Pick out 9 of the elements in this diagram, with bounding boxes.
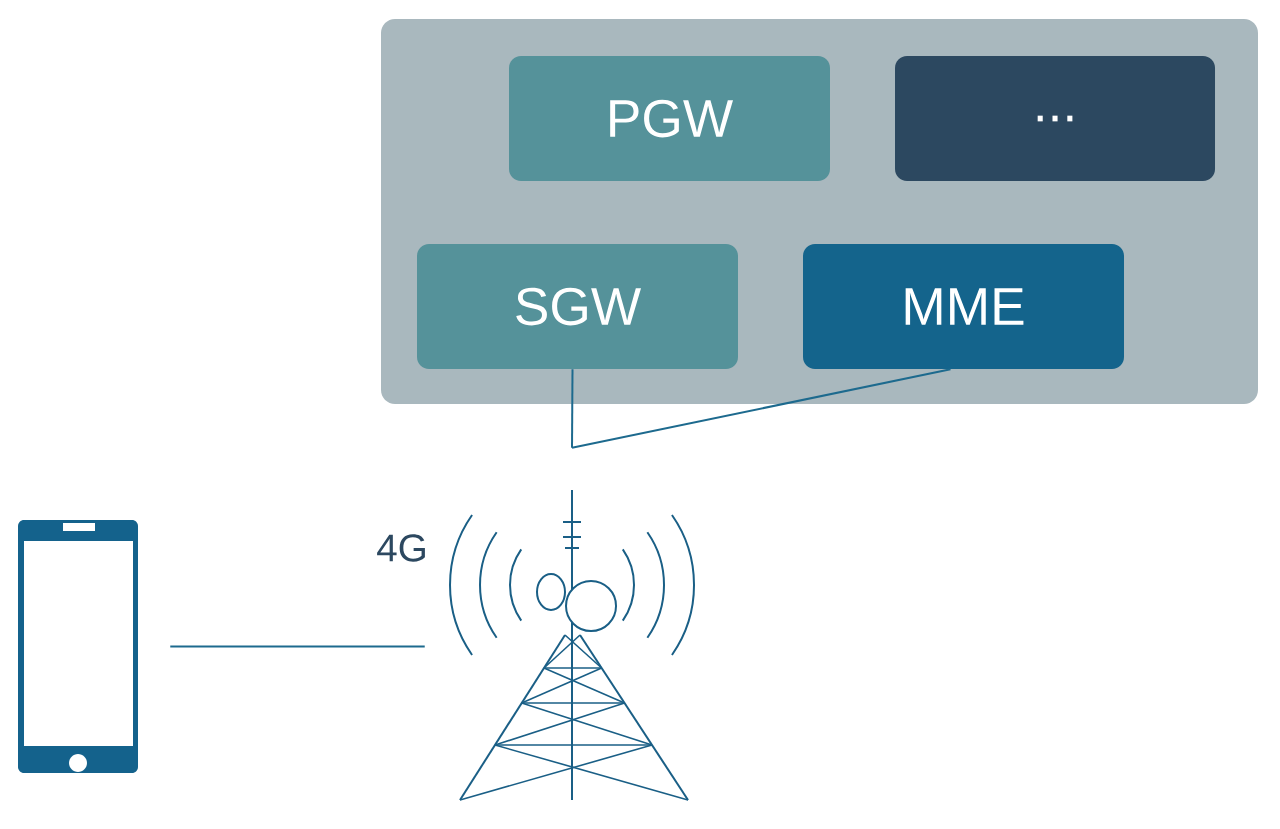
smartphone-drawing (18, 520, 138, 773)
connector-line (571, 368, 574, 449)
connector-line (571, 368, 952, 449)
server-box: PGW (509, 56, 830, 181)
server-box: SGW (417, 244, 738, 369)
server-box: ... (895, 56, 1215, 181)
connector-line (169, 645, 426, 648)
cell-tower-drawing (449, 489, 695, 801)
server-box: MME (803, 244, 1124, 369)
